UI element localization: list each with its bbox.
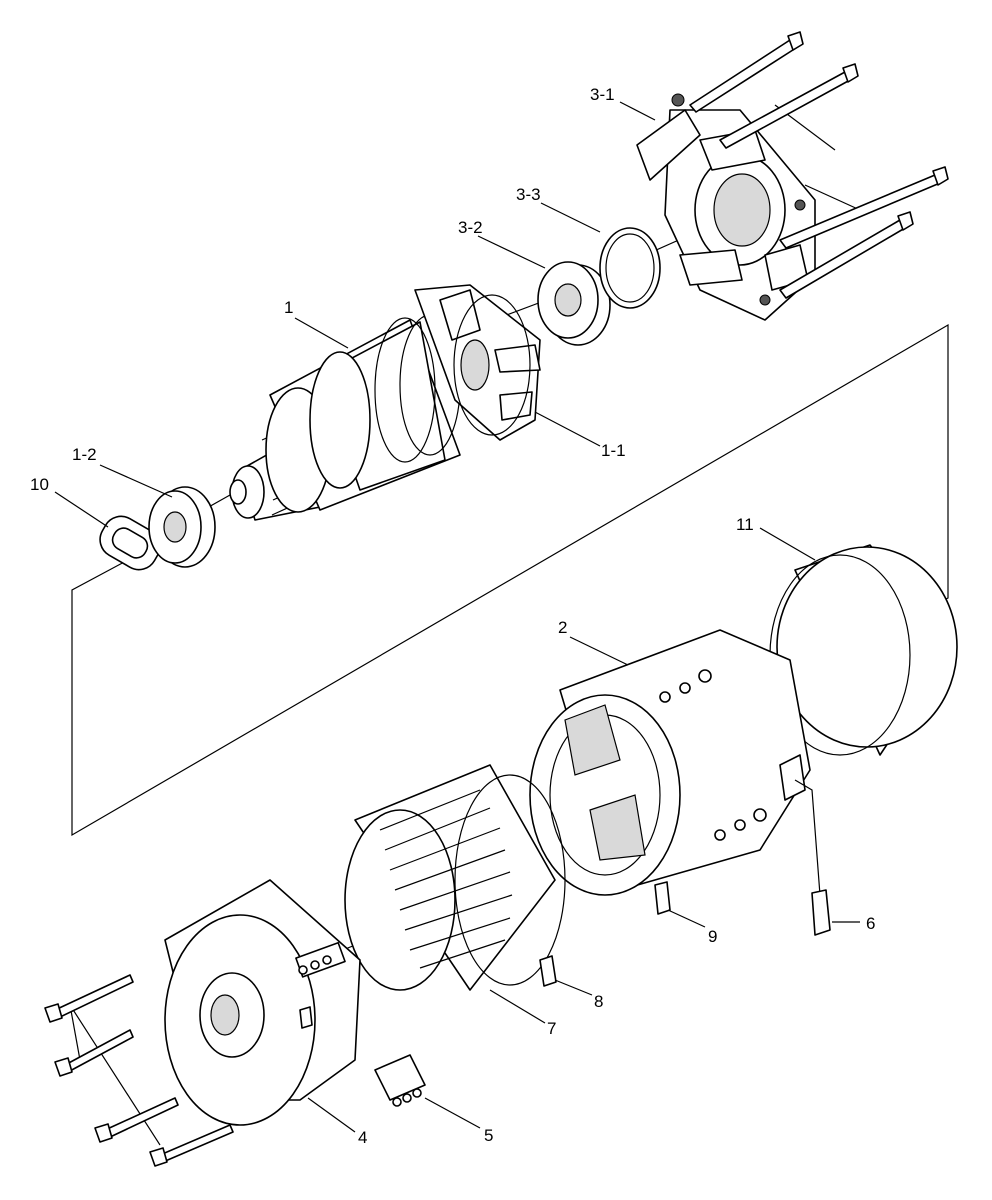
callout-3-1: 3-1 xyxy=(590,85,615,104)
part-9-fitting xyxy=(654,881,671,915)
callout-3-3: 3-3 xyxy=(516,185,541,204)
callout-5: 5 xyxy=(484,1126,493,1145)
callout-1-1: 1-1 xyxy=(601,441,626,460)
part-2-housing xyxy=(529,629,811,896)
callout-11: 11 xyxy=(736,515,754,534)
callout-9: 9 xyxy=(708,927,717,946)
part-7-cage xyxy=(344,764,566,991)
front-bolts xyxy=(44,974,234,1167)
leader-lines xyxy=(54,101,860,1133)
part-11-band-cover xyxy=(769,544,958,756)
part-5-terminal-block xyxy=(374,1054,426,1107)
part-10-clip xyxy=(99,515,161,571)
callout-1: 1 xyxy=(284,298,293,317)
cage-slots xyxy=(379,789,513,969)
part-3-2-bearing xyxy=(537,261,611,346)
callout-2: 2 xyxy=(558,618,567,637)
part-8-fitting xyxy=(539,955,557,987)
callout-6: 6 xyxy=(866,914,875,933)
part-1-2-bearing xyxy=(148,486,216,568)
part-4-front-end-plate xyxy=(164,879,361,1126)
callout-3-2: 3-2 xyxy=(458,218,483,237)
callout-4: 4 xyxy=(358,1128,367,1147)
callout-8: 8 xyxy=(594,992,603,1011)
part-1-1-fan xyxy=(414,284,541,441)
part-1-armature xyxy=(229,314,461,521)
part-6-cable xyxy=(794,779,831,936)
callout-labels: 1 1-1 1-2 2 3-1 3-2 3-3 4 5 6 7 8 9 10 1… xyxy=(30,85,875,1147)
callout-10: 10 xyxy=(30,475,49,494)
callout-7: 7 xyxy=(547,1019,556,1038)
part-3-3-oring xyxy=(599,227,661,309)
part-3-1-brush-holder xyxy=(636,93,816,321)
rear-bolts xyxy=(689,31,949,299)
callout-1-2: 1-2 xyxy=(72,445,97,464)
